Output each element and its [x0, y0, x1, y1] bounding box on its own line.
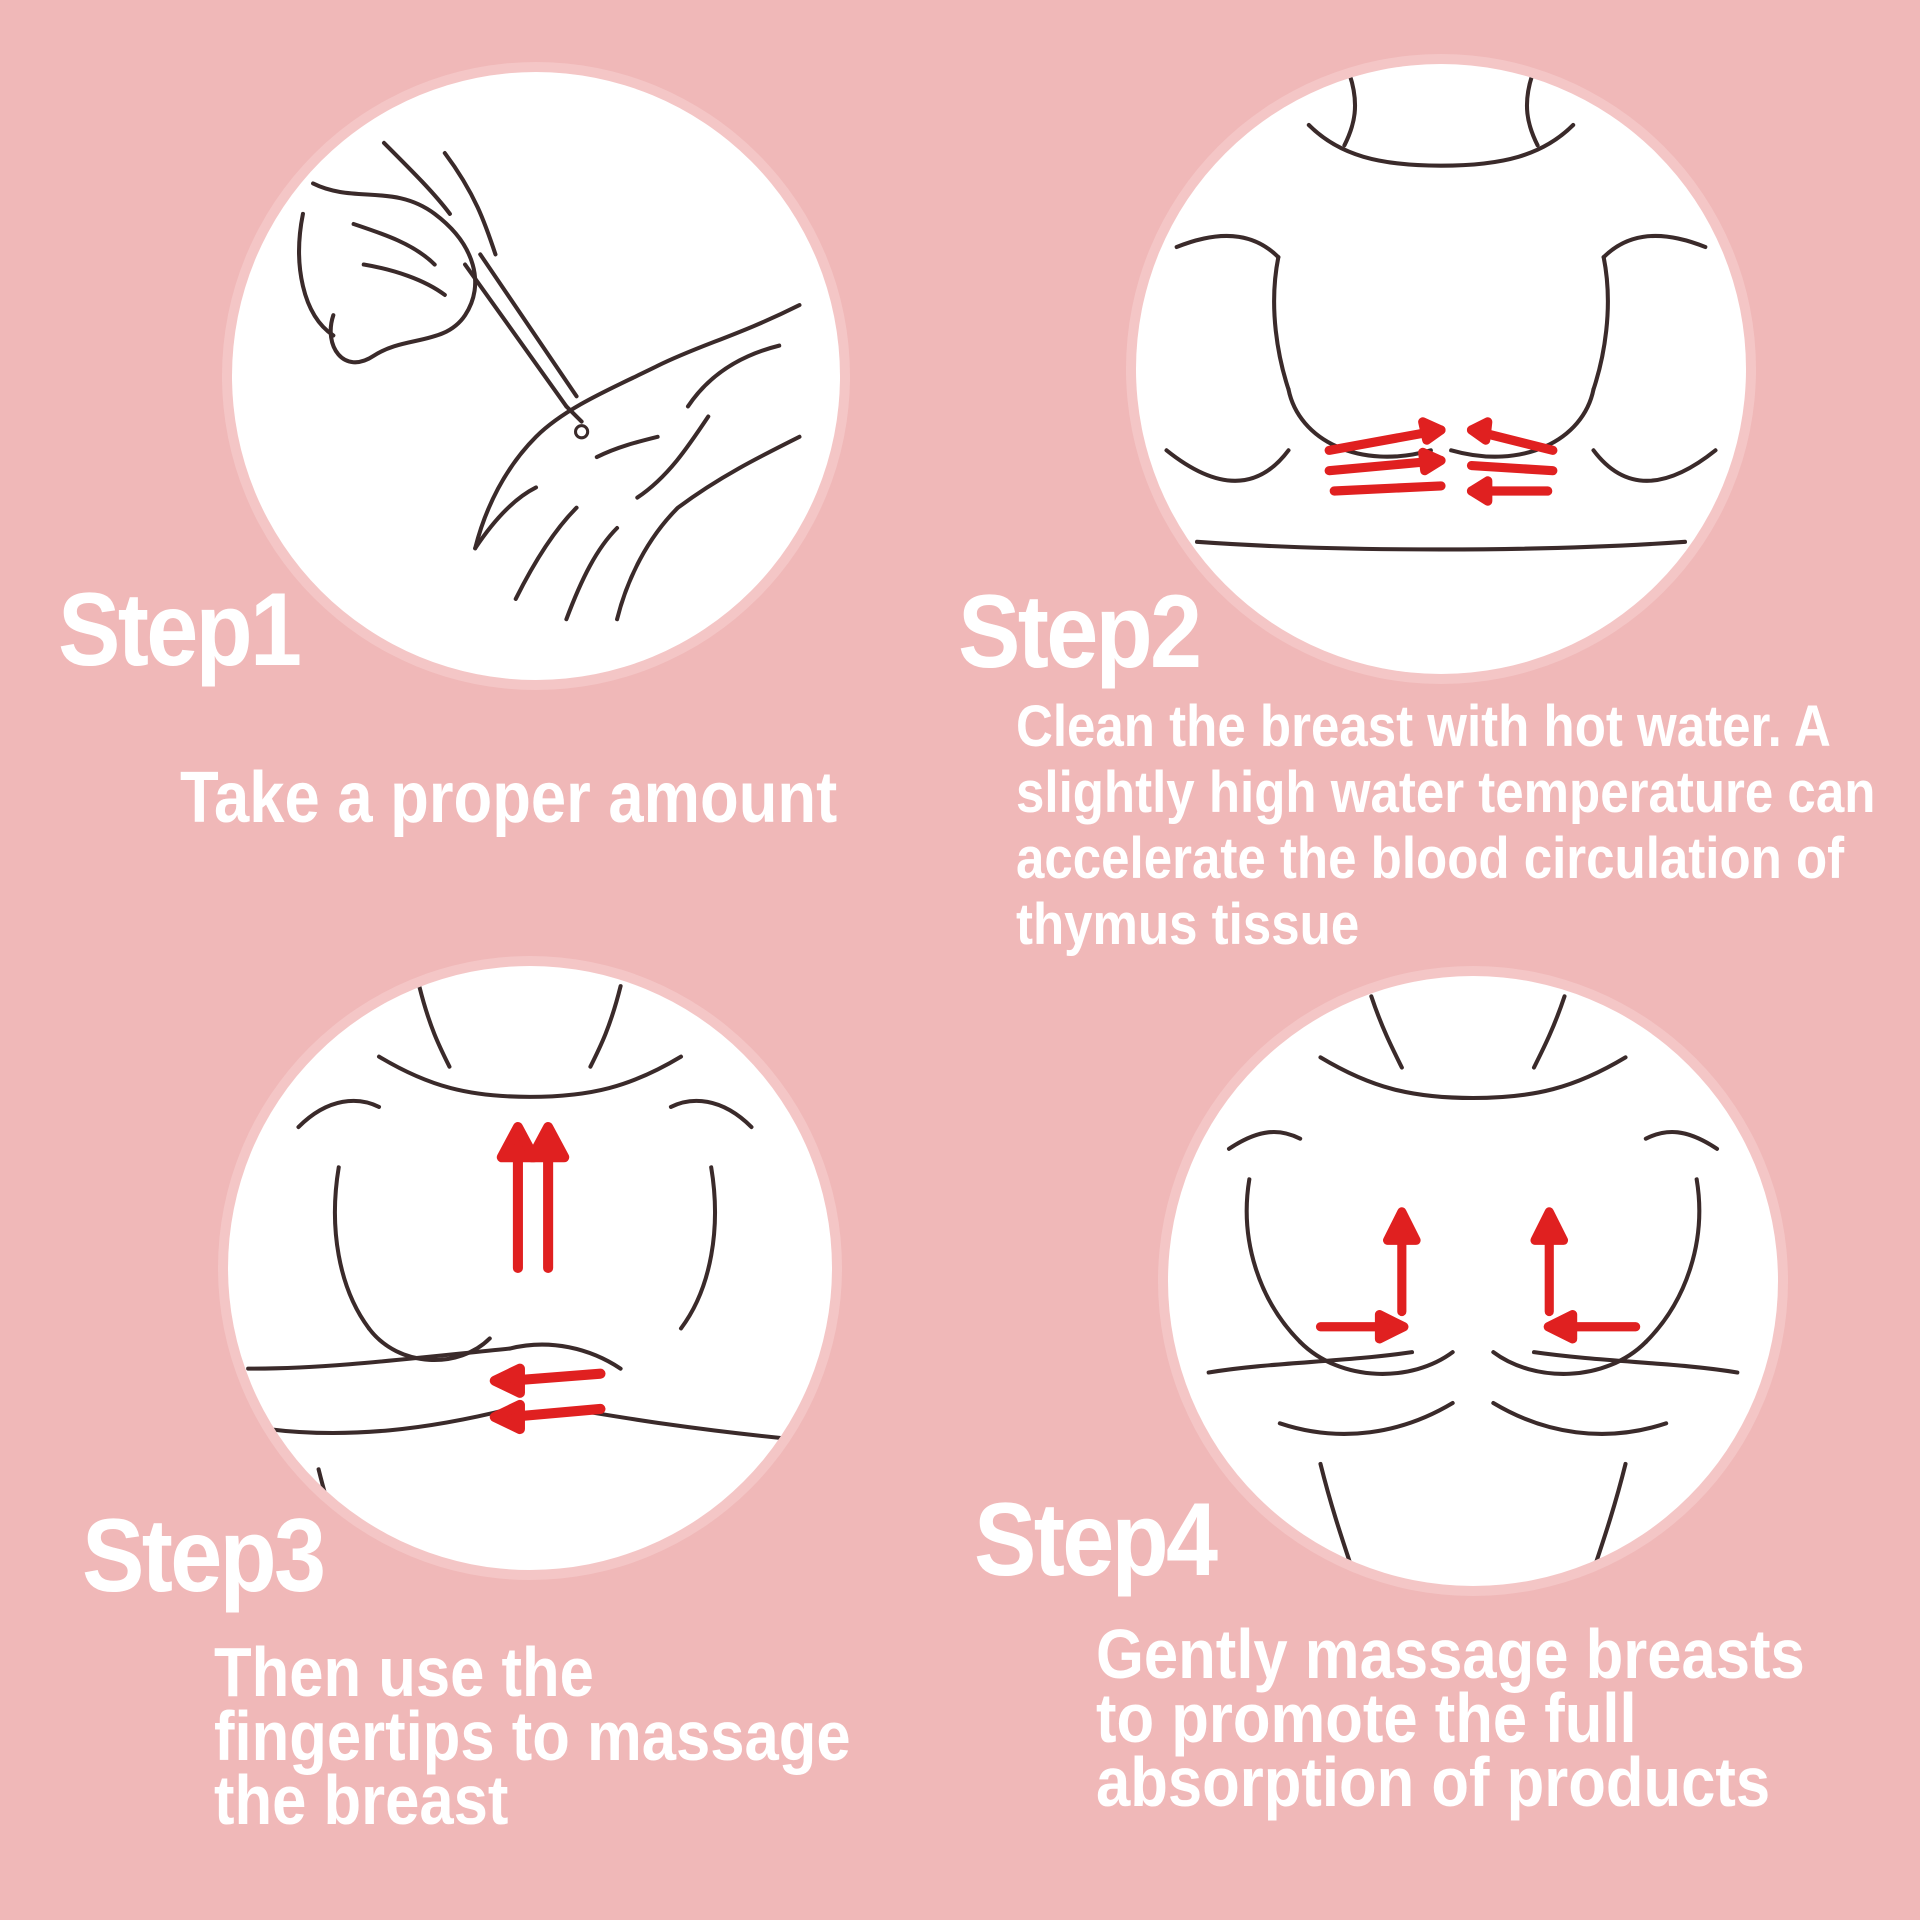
step-1-line-1: Take a proper amount — [180, 758, 838, 838]
dropper-hand-icon — [232, 72, 840, 680]
step-4-description: Gently massage breasts to promote the fu… — [1096, 1615, 1805, 1821]
step-2-line-2: slightly high water temperature can — [1016, 760, 1876, 825]
step-1-description: Take a proper amount — [180, 758, 837, 838]
step-3-title: Step3 — [82, 1498, 326, 1614]
step-3-line-1: Then use the — [214, 1633, 594, 1711]
chest-corner-arrows-icon — [1168, 976, 1778, 1586]
chest-upward-arrows-icon — [228, 966, 832, 1570]
step-2-line-3: accelerate the blood circulation of — [1016, 826, 1845, 891]
step-1-title: Step1 — [58, 572, 302, 688]
step-4-title: Step4 — [974, 1482, 1218, 1598]
step-3-line-2: fingertips to massage — [214, 1697, 851, 1775]
step-4-line-3: absorption of products — [1096, 1743, 1771, 1821]
step-2-description: Clean the breast with hot water. A sligh… — [1016, 694, 1875, 958]
step-4-line-2: to promote the full — [1096, 1679, 1637, 1757]
step-3-line-3: the breast — [214, 1761, 509, 1839]
chest-horizontal-arrows-icon — [1136, 64, 1746, 674]
step-4-line-1: Gently massage breasts — [1096, 1615, 1805, 1693]
step-2-title: Step2 — [958, 574, 1202, 690]
step-3-description: Then use the fingertips to massage the b… — [214, 1633, 851, 1839]
step-2-line-1: Clean the breast with hot water. A — [1016, 694, 1831, 759]
step-2-line-4: thymus tissue — [1016, 892, 1360, 957]
